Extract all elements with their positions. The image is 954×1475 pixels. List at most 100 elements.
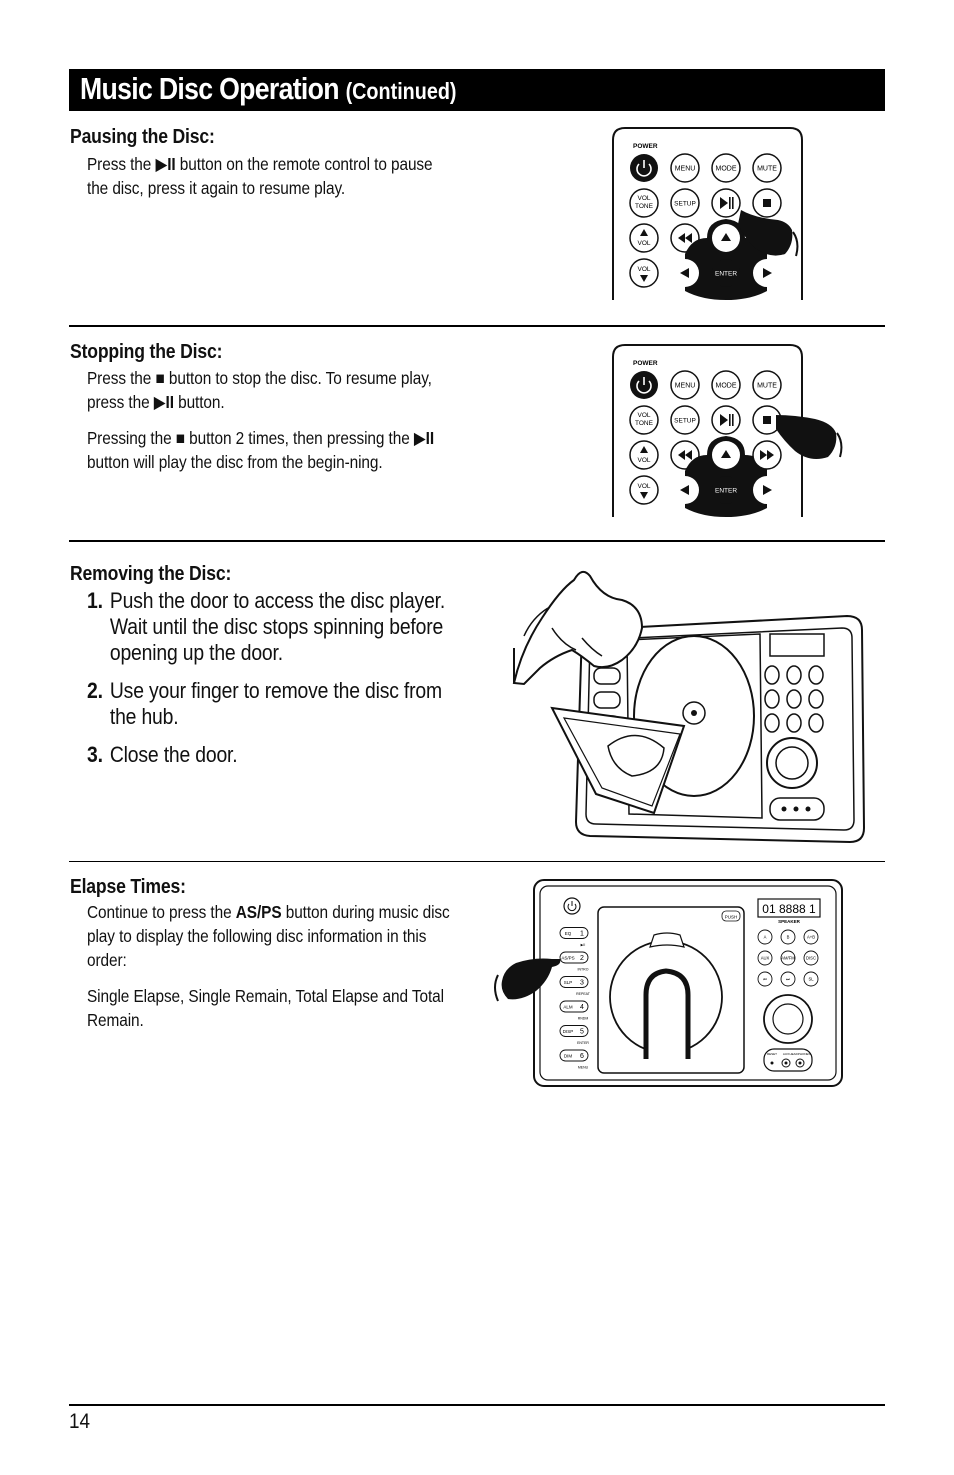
menu-button <box>670 153 700 183</box>
vol-up-button <box>629 223 659 253</box>
unit-button-label: B <box>787 935 790 940</box>
unit-right-button: B <box>780 929 796 945</box>
svg-text:MODE: MODE <box>716 166 737 173</box>
stopping-text: Press the ■ button to stop the disc. To … <box>87 368 435 472</box>
svg-text:VOL: VOL <box>637 240 650 247</box>
page-subtitle: (Continued) <box>345 78 457 104</box>
svg-text:HEADPHONES: HEADPHONES <box>789 1052 810 1056</box>
divider <box>69 325 885 327</box>
unit-right-button: DISC <box>803 950 819 966</box>
removing-heading: Removing the Disc: <box>70 563 232 585</box>
unit-button-sub: ENTER <box>577 1041 589 1045</box>
unit-button-sub: INTRO <box>578 968 589 972</box>
svg-text:MODE: MODE <box>716 383 737 390</box>
svg-text:SETUP: SETUP <box>674 201 696 208</box>
unit-right-button: AM/FM <box>780 950 796 966</box>
remote-illustration-pause: POWER MENU MODE MUTE VOL TONE SETUP VOL … <box>612 127 803 300</box>
unit-button-number: 3 <box>580 980 584 987</box>
unit-button-label: DISP <box>563 1029 574 1034</box>
unit-button-number: 4 <box>580 1004 584 1011</box>
pausing-heading: Pausing the Disc: <box>70 126 215 148</box>
display-window <box>769 633 825 657</box>
page-number: 14 <box>69 1410 91 1433</box>
unit-button-number: 5 <box>580 1029 584 1036</box>
stopping-heading: Stopping the Disc: <box>70 341 223 363</box>
pausing-text: Press the ▶II button on the remote contr… <box>87 154 433 198</box>
svg-text:01 8888 1: 01 8888 1 <box>762 902 816 916</box>
unit-right-button: SL <box>803 971 819 987</box>
svg-text:TONE: TONE <box>635 420 654 427</box>
svg-text:RESET: RESET <box>767 1052 777 1056</box>
unit-button-label: EQ <box>565 931 572 936</box>
page-title: Music Disc Operation (Continued) <box>80 71 457 106</box>
push-label: PUSH <box>725 915 738 920</box>
unit-button-label: A+B <box>807 935 815 940</box>
svg-text:SETUP: SETUP <box>674 418 696 425</box>
section-title-bar: Music Disc Operation (Continued) <box>69 69 885 111</box>
disc-removal-illustration <box>512 570 866 844</box>
elapse-text: Continue to press the AS/PS button durin… <box>87 902 450 1030</box>
removing-steps: 1.Push the door to access the disc playe… <box>87 588 461 768</box>
divider <box>69 540 885 542</box>
svg-text:ENTER: ENTER <box>715 488 737 495</box>
footer-rule <box>69 1404 885 1406</box>
unit-button-number: 6 <box>580 1053 584 1060</box>
unit-button-label: AUX <box>761 956 770 961</box>
unit-button-label: A <box>764 935 767 940</box>
unit-button-label: DISC <box>806 956 816 961</box>
unit-right-button: A <box>757 929 773 945</box>
svg-text:VOL: VOL <box>637 412 650 419</box>
unit-button-sub: REPEAT <box>576 992 591 996</box>
power-label: POWER <box>633 143 658 150</box>
setup-button <box>670 188 700 218</box>
svg-text:VOL: VOL <box>637 266 650 273</box>
svg-text:VOL: VOL <box>637 195 650 202</box>
mute-button <box>752 153 782 183</box>
lcd-display <box>757 898 821 918</box>
hand-icon <box>512 570 644 686</box>
svg-text:AUX: AUX <box>783 1052 789 1056</box>
mode-button <box>711 153 741 183</box>
svg-text:MUTE: MUTE <box>757 166 777 173</box>
unit-button-sub: ▶II <box>581 943 586 947</box>
vol-down-button <box>629 258 659 288</box>
svg-text:ENTER: ENTER <box>715 271 737 278</box>
unit-button-label: ALM <box>563 1004 573 1009</box>
step-2: 2.Use your finger to remove the disc fro… <box>87 678 442 729</box>
unit-button-label: ⏮ <box>763 977 767 982</box>
svg-text:POWER: POWER <box>633 360 658 367</box>
remote-illustration-stop: POWER MENU MODE MUTE VOL TONE SETUP VOL … <box>612 344 843 517</box>
unit-right-button: A+B <box>803 929 819 945</box>
unit-right-button: AUX <box>757 950 773 966</box>
svg-text:VOL: VOL <box>637 457 650 464</box>
hand-pointer-icon <box>501 958 561 1000</box>
unit-right-button: ⏮ <box>757 971 773 987</box>
unit-button-label: AM/FM <box>781 956 795 961</box>
svg-text:TONE: TONE <box>635 203 654 210</box>
hand-pointer-icon <box>738 210 793 256</box>
unit-button-label: SL <box>808 977 814 982</box>
elapse-heading: Elapse Times: <box>70 876 186 898</box>
svg-text:MUTE: MUTE <box>757 383 777 390</box>
unit-button-label: AS/PS <box>561 955 574 960</box>
svg-text:VOL: VOL <box>637 483 650 490</box>
step-3: 3.Close the door. <box>87 742 238 767</box>
svg-text:MENU: MENU <box>675 166 696 173</box>
vol-tone-button <box>629 188 659 218</box>
unit-button-label: ⏭ <box>786 977 790 982</box>
unit-button-label: SLP <box>564 980 573 985</box>
enter-button <box>712 259 740 287</box>
svg-text:SPEAKER: SPEAKER <box>778 919 801 924</box>
unit-button-number: 2 <box>580 955 584 962</box>
divider <box>69 861 885 862</box>
step-1: 1.Push the door to access the disc playe… <box>87 588 446 665</box>
unit-button-sub: MENU <box>578 1066 589 1070</box>
svg-text:MENU: MENU <box>675 383 696 390</box>
